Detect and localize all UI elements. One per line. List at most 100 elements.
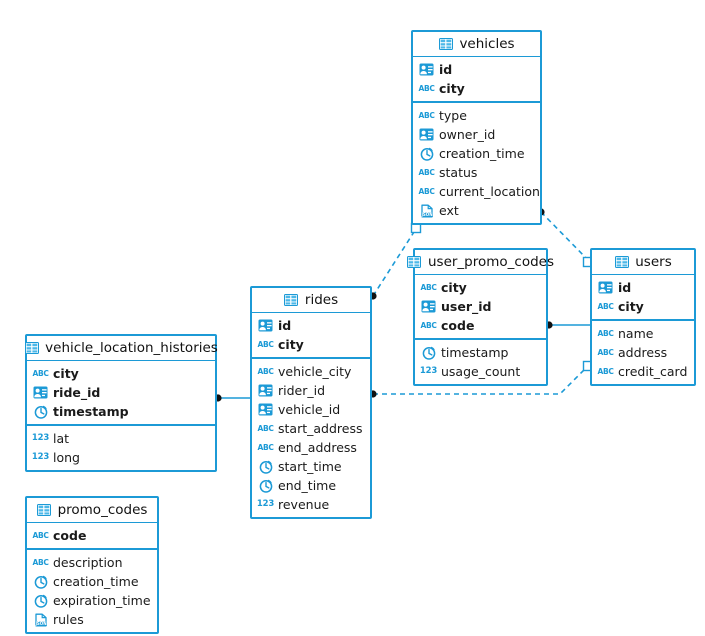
- abc-icon: ABC: [597, 301, 614, 311]
- column-row[interactable]: expiration_time: [27, 591, 157, 610]
- column-name: vehicle_city: [278, 364, 352, 379]
- column-name: end_address: [278, 440, 357, 455]
- column-row[interactable]: timestamp: [415, 343, 546, 362]
- table-icon: [614, 255, 629, 269]
- clock-icon: [258, 479, 273, 493]
- column-row[interactable]: id: [413, 60, 540, 79]
- abc-icon: ABC: [597, 328, 614, 338]
- column-row[interactable]: owner_id: [413, 125, 540, 144]
- clock-icon: [421, 346, 436, 360]
- number-icon: 123: [419, 366, 438, 377]
- column-row[interactable]: creation_time: [27, 572, 157, 591]
- column-name: creation_time: [53, 574, 139, 589]
- column-row[interactable]: JSON rules: [27, 610, 157, 629]
- column-row[interactable]: ride_id: [27, 383, 215, 402]
- key-id-icon: [33, 386, 48, 400]
- column-name: end_time: [278, 478, 337, 493]
- column-row[interactable]: start_time: [252, 457, 370, 476]
- column-row[interactable]: timestamp: [27, 402, 215, 421]
- column-row[interactable]: rider_id: [252, 381, 370, 400]
- column-name: rider_id: [278, 383, 326, 398]
- abc-icon: ABC: [32, 557, 49, 567]
- column-row[interactable]: id: [592, 278, 694, 297]
- table-icon: [438, 37, 453, 51]
- relationship-rel-vlh-rides[interactable]: [214, 394, 250, 402]
- key-id-icon: [419, 128, 434, 142]
- column-name: current_location: [439, 184, 540, 199]
- table-header-vehicle_location_histories[interactable]: vehicle_location_histories: [24, 336, 218, 361]
- table-header-vehicles[interactable]: vehicles: [413, 32, 540, 57]
- relationship-rel-upc-users[interactable]: [545, 321, 590, 329]
- column-name: usage_count: [441, 364, 521, 379]
- table-name: rides: [304, 292, 339, 308]
- column-name: owner_id: [439, 127, 496, 142]
- abc-icon: ABC: [597, 347, 614, 357]
- column-row[interactable]: user_id: [415, 297, 546, 316]
- column-name: timestamp: [441, 345, 509, 360]
- column-row[interactable]: creation_time: [413, 144, 540, 163]
- table-icon: [24, 341, 39, 355]
- table-header-user_promo_codes[interactable]: user_promo_codes: [407, 250, 554, 275]
- column-row[interactable]: id: [252, 316, 370, 335]
- table-icon: [37, 503, 52, 517]
- column-name: id: [618, 280, 632, 295]
- table-name: vehicle_location_histories: [45, 340, 218, 356]
- column-row[interactable]: vehicle_id: [252, 400, 370, 419]
- table-header-promo_codes[interactable]: promo_codes: [27, 498, 157, 523]
- column-name: vehicle_id: [278, 402, 341, 417]
- column-name: status: [439, 165, 478, 180]
- json-icon: JSON: [33, 613, 48, 627]
- table-icon: [284, 293, 299, 307]
- column-name: user_id: [441, 299, 492, 314]
- clock-icon: [419, 147, 434, 161]
- column-name: rules: [53, 612, 84, 627]
- column-row[interactable]: end_time: [252, 476, 370, 495]
- column-name: ride_id: [53, 385, 101, 400]
- table-header-users[interactable]: users: [592, 250, 694, 275]
- table-header-rides[interactable]: rides: [252, 288, 370, 313]
- column-name: long: [53, 450, 80, 465]
- column-name: id: [439, 62, 453, 77]
- json-icon: JSON: [419, 204, 434, 218]
- column-name: code: [441, 318, 475, 333]
- number-icon: 123: [31, 433, 50, 444]
